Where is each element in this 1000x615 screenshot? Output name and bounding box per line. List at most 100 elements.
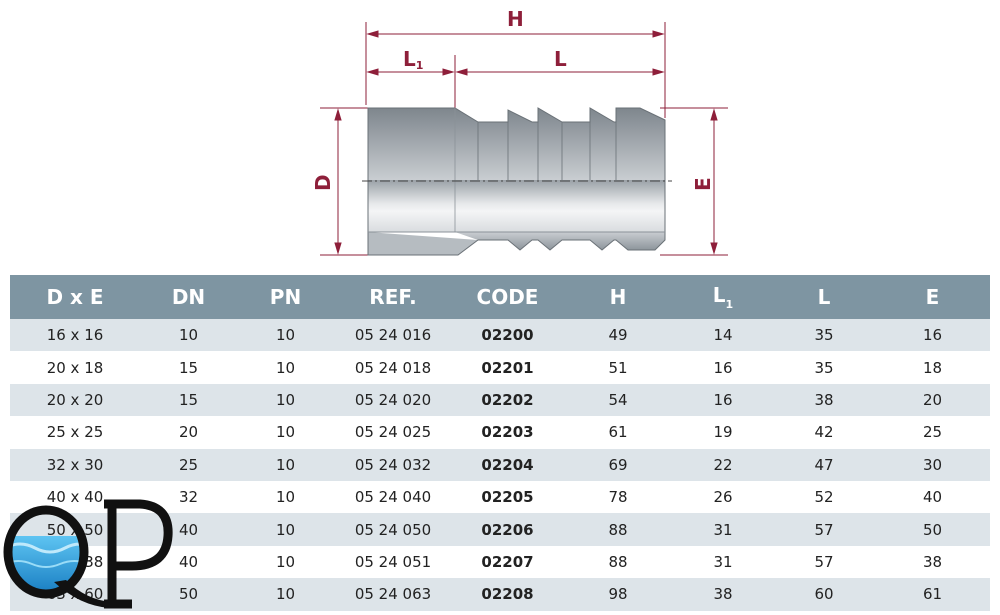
cell-dn: 15 — [140, 351, 237, 384]
qp-logo: QP — [0, 496, 173, 609]
cell-dxe: 20 x 18 — [10, 351, 140, 384]
cell-ref: 05 24 063 — [334, 578, 452, 611]
cell-ref: 05 24 025 — [334, 416, 452, 449]
cell-dn: 15 — [140, 383, 237, 417]
header-code: CODE — [452, 275, 563, 319]
cell-ref: 05 24 020 — [334, 383, 452, 417]
cell-l: 57 — [773, 545, 875, 579]
header-pn: PN — [237, 275, 334, 319]
cell-l1: 31 — [673, 545, 773, 579]
cell-l1: 38 — [673, 578, 773, 611]
header-dn: DN — [140, 275, 237, 319]
cell-dn: 40 — [140, 513, 237, 546]
cell-l: 38 — [773, 383, 875, 417]
cell-dn: 20 — [140, 416, 237, 449]
cell-l1: 31 — [673, 513, 773, 546]
cell-h: 78 — [563, 480, 673, 514]
cell-l: 57 — [773, 513, 875, 546]
cell-dxe: 20 x 20 — [10, 383, 140, 417]
header-l: L — [773, 275, 875, 319]
header-h: H — [563, 275, 673, 319]
header-l1: L1 — [673, 275, 773, 319]
cell-code: 02208 — [452, 578, 563, 611]
cell-l: 35 — [773, 319, 875, 352]
dim-label-e: E — [691, 177, 715, 191]
logo-text: QP — [0, 496, 2, 497]
cell-l1: 22 — [673, 448, 773, 481]
fitting-body — [367, 107, 666, 256]
cell-h: 88 — [563, 545, 673, 579]
dim-label-d: D — [311, 174, 335, 191]
header-dxe: D x E — [10, 275, 140, 319]
dim-label-l: L — [554, 47, 567, 71]
cell-l: 42 — [773, 416, 875, 449]
cell-e: 61 — [875, 578, 990, 611]
cell-ref: 05 24 018 — [334, 351, 452, 384]
cell-e: 25 — [875, 416, 990, 449]
header-e: E — [875, 275, 990, 319]
cell-ref: 05 24 051 — [334, 545, 452, 579]
cell-h: 54 — [563, 383, 673, 417]
cell-pn: 10 — [237, 319, 334, 352]
cell-l1: 16 — [673, 383, 773, 417]
cell-ref: 05 24 040 — [334, 480, 452, 514]
cell-pn: 10 — [237, 383, 334, 417]
dim-label-l1: L1 — [403, 47, 423, 72]
cell-l: 52 — [773, 480, 875, 514]
cell-dn: 10 — [140, 319, 237, 352]
cell-pn: 10 — [237, 351, 334, 384]
dim-label-h: H — [507, 7, 524, 31]
p-letter — [104, 499, 173, 609]
extension-lines — [320, 22, 728, 256]
cell-code: 02206 — [452, 513, 563, 546]
cell-dxe: 32 x 30 — [10, 448, 140, 481]
cell-e: 16 — [875, 319, 990, 352]
cell-code: 02207 — [452, 545, 563, 579]
cell-l: 47 — [773, 448, 875, 481]
cell-l1: 16 — [673, 351, 773, 384]
cell-e: 20 — [875, 383, 990, 417]
cell-e: 38 — [875, 545, 990, 579]
q-tail — [54, 580, 112, 608]
cell-h: 61 — [563, 416, 673, 449]
cell-l: 60 — [773, 578, 875, 611]
cell-pn: 10 — [237, 578, 334, 611]
table-header-row: D x E DN PN REF. CODE H L1 L E — [10, 275, 990, 319]
cell-pn: 10 — [237, 480, 334, 514]
cell-h: 49 — [563, 319, 673, 352]
cell-h: 98 — [563, 578, 673, 611]
cell-ref: 05 24 050 — [334, 513, 452, 546]
cell-pn: 10 — [237, 416, 334, 449]
cell-dxe: 25 x 25 — [10, 416, 140, 449]
cell-l1: 14 — [673, 319, 773, 352]
cell-l1: 19 — [673, 416, 773, 449]
cell-h: 51 — [563, 351, 673, 384]
cell-code: 02204 — [452, 448, 563, 481]
cell-e: 18 — [875, 351, 990, 384]
cell-code: 02203 — [452, 416, 563, 449]
header-ref: REF. — [334, 275, 452, 319]
cell-e: 50 — [875, 513, 990, 546]
q-ring — [3, 505, 89, 599]
cell-h: 69 — [563, 448, 673, 481]
cell-dn: 50 — [140, 578, 237, 611]
cell-l1: 26 — [673, 480, 773, 514]
cell-dn: 25 — [140, 448, 237, 481]
cell-code: 02200 — [452, 319, 563, 352]
cell-pn: 10 — [237, 513, 334, 546]
dimension-lines — [334, 30, 718, 255]
cell-e: 30 — [875, 448, 990, 481]
fitting-drawing: H L1 L D E — [311, 7, 728, 256]
cell-dxe: 16 x 16 — [10, 319, 140, 352]
cell-pn: 10 — [237, 545, 334, 579]
cell-code: 02202 — [452, 383, 563, 417]
cell-h: 88 — [563, 513, 673, 546]
